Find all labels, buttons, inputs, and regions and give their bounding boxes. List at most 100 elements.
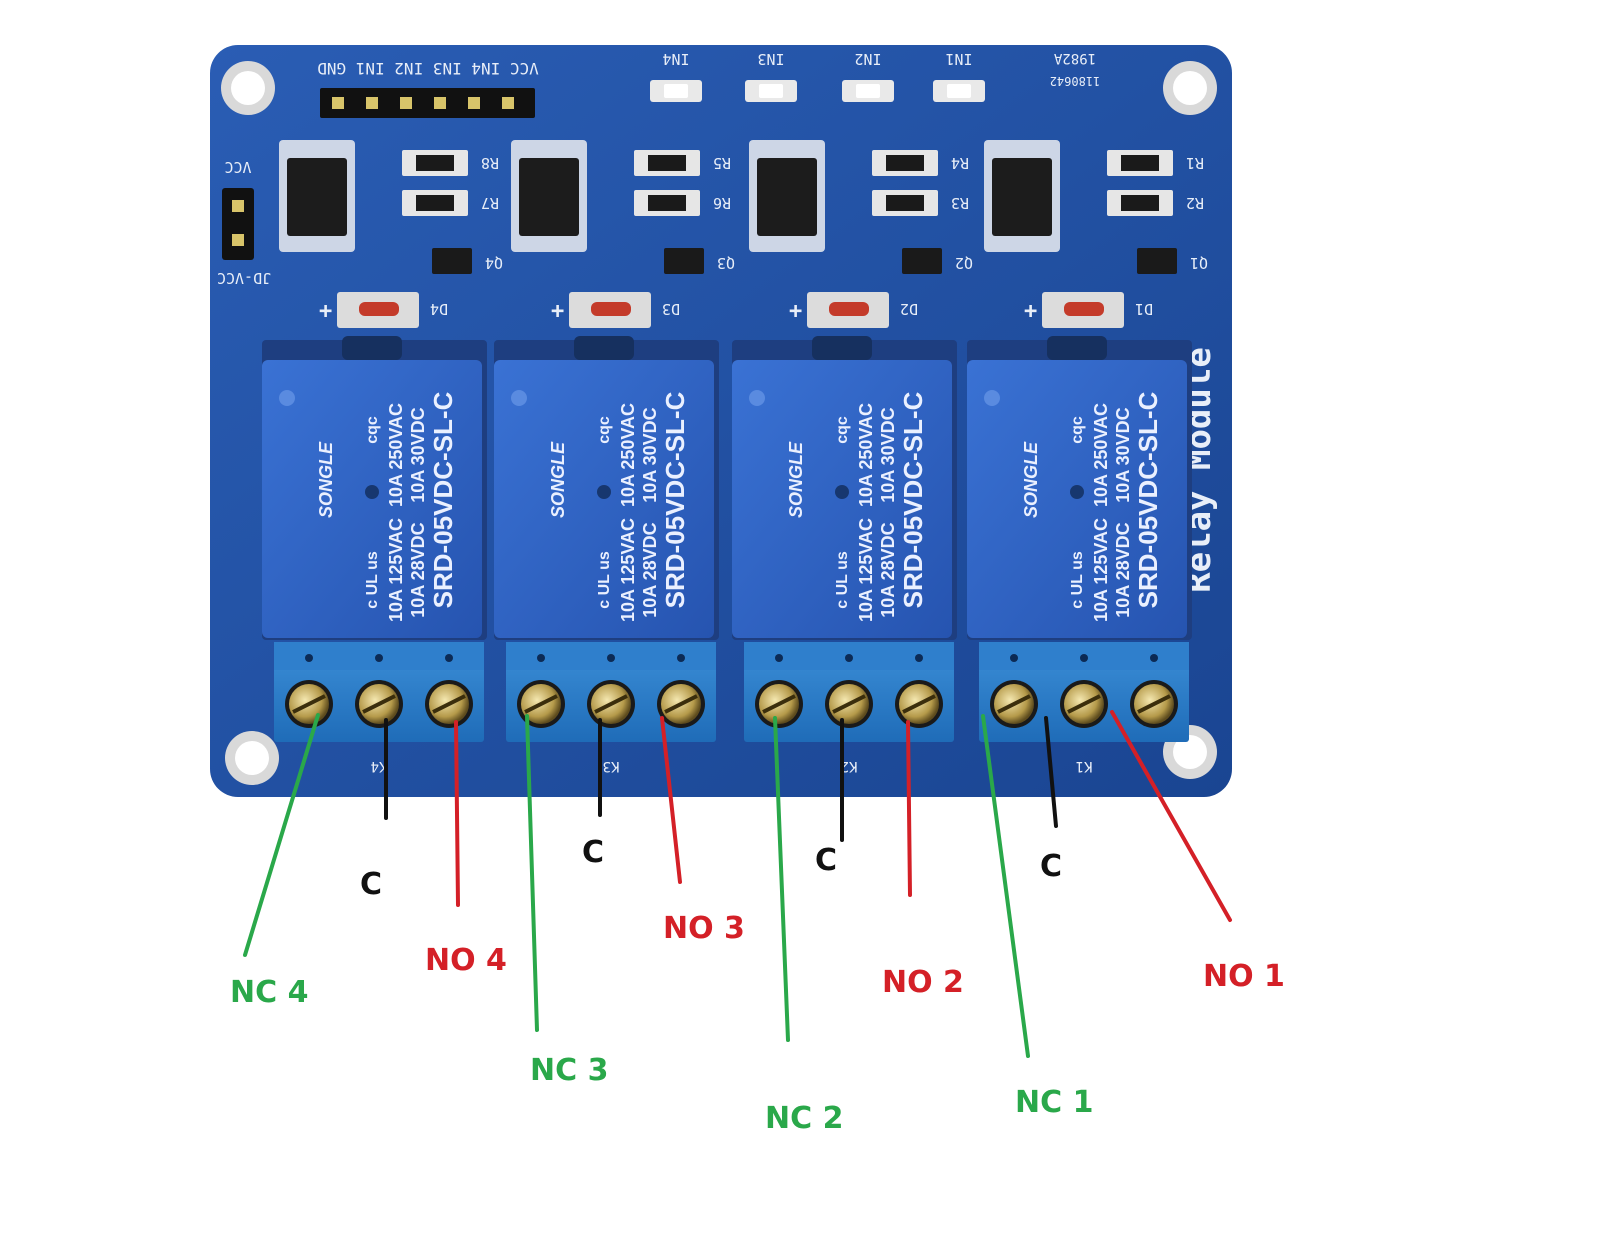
header-pins-label: VCC IN4 IN3 IN2 IN1 GND [317, 59, 539, 78]
relay-cert: cqc [364, 416, 381, 444]
relay-rating: 10A 28VDC [640, 522, 660, 617]
terminal-screw[interactable] [990, 680, 1038, 728]
relay-brand: SONGLE [316, 441, 336, 518]
wire-nc2 [773, 716, 790, 1042]
resistor-label: R2 [1186, 194, 1204, 212]
terminal-screw[interactable] [755, 680, 803, 728]
transistor-label: Q2 [955, 254, 973, 272]
resistor-label: R8 [481, 154, 499, 172]
label-c2: C [815, 843, 838, 878]
relay-rating: 10A 250VAC [1091, 403, 1111, 507]
resistor-label: R3 [951, 194, 969, 212]
relay-rating: 10A 28VDC [878, 522, 898, 617]
transistor-label: Q1 [1190, 254, 1208, 272]
led-in2: IN2 [842, 50, 894, 102]
diode-label: D4 [430, 300, 448, 318]
wire-nc3 [525, 714, 539, 1032]
relay-rating: 10A 30VDC [878, 407, 898, 502]
terminal-screw[interactable] [425, 680, 473, 728]
pcb-board: VCC IN4 IN3 IN2 IN1 GND 1982A 1180642 VC… [210, 45, 1232, 797]
label-nc4: NC 4 [230, 975, 309, 1010]
terminal-screw[interactable] [895, 680, 943, 728]
wire-no4 [454, 720, 460, 907]
terminal-screw[interactable] [825, 680, 873, 728]
relay-rating: 10A 30VDC [1113, 407, 1133, 502]
led-in3: IN3 [745, 50, 797, 102]
terminal-label: K2 [841, 758, 858, 774]
jumper-top-label: VCC [224, 158, 251, 176]
terminal-label: K4 [371, 758, 388, 774]
diode: + D3 [551, 292, 680, 328]
terminal-screw[interactable] [1060, 680, 1108, 728]
terminal-label: K1 [1076, 758, 1093, 774]
terminal-screw[interactable] [587, 680, 635, 728]
relay-ul: c UL us [596, 551, 613, 609]
led-label: IN2 [854, 50, 881, 68]
relay-model: SRD-05VDC-SL-C [428, 391, 458, 608]
diode-plus: + [551, 299, 564, 324]
wire-no3 [660, 716, 682, 884]
transistor: Q3 [664, 248, 735, 274]
label-nc3: NC 3 [530, 1053, 609, 1088]
relay-cert: cqc [596, 416, 613, 444]
relay-rating: 10A 125VAC [618, 518, 638, 622]
terminal-screw[interactable] [657, 680, 705, 728]
relay-rating: 10A 28VDC [408, 522, 428, 617]
wire-nc1 [981, 714, 1030, 1058]
input-header: VCC IN4 IN3 IN2 IN1 GND [317, 59, 539, 118]
wire-c1 [1044, 716, 1058, 828]
terminal-block-k4: K4 [274, 642, 484, 774]
terminal-screw[interactable] [355, 680, 403, 728]
diode-plus: + [319, 299, 332, 324]
relay-rating: 10A 125VAC [1091, 518, 1111, 622]
label-nc2: NC 2 [765, 1101, 844, 1136]
relay-rating: 10A 125VAC [856, 518, 876, 622]
relay-brand: SONGLE [548, 441, 568, 518]
jd-vcc-jumper: VCC JD-VCC [217, 158, 271, 287]
diode-label: D3 [662, 300, 680, 318]
relay-cert: cqc [834, 416, 851, 444]
resistor-label: R5 [713, 154, 731, 172]
wire-no2 [906, 720, 912, 897]
optocoupler [279, 140, 355, 252]
led-label: IN1 [945, 50, 972, 68]
serial-code: 1180642 [1050, 74, 1101, 88]
transistor-label: Q4 [485, 254, 503, 272]
terminal-screw[interactable] [1130, 680, 1178, 728]
model-code: 1982A [1053, 50, 1096, 66]
mounting-hole-top-left [221, 61, 275, 115]
relay-model: SRD-05VDC-SL-C [660, 391, 690, 608]
resistor-label: R1 [1186, 154, 1204, 172]
transistor: Q4 [432, 248, 503, 274]
label-no1: NO 1 [1203, 959, 1285, 994]
relay-rating: 10A 250VAC [856, 403, 876, 507]
relay-ul: c UL us [364, 551, 381, 609]
terminal-screw[interactable] [285, 680, 333, 728]
optocoupler [984, 140, 1060, 252]
label-no4: NO 4 [425, 943, 507, 978]
diode: + D4 [319, 292, 448, 328]
label-c1: C [1040, 849, 1063, 884]
relay-rating: 10A 125VAC [386, 518, 406, 622]
resistor-label: R7 [481, 194, 499, 212]
terminal-block-k2: K2 [744, 642, 954, 774]
jumper-bottom-label: JD-VCC [217, 269, 271, 287]
relay-model: SRD-05VDC-SL-C [1133, 391, 1163, 608]
terminal-screw[interactable] [517, 680, 565, 728]
led-in1: IN1 [933, 50, 985, 102]
wire-no1 [1110, 710, 1232, 922]
wire-nc4 [243, 713, 320, 957]
resistor-label: R4 [951, 154, 969, 172]
optocoupler [749, 140, 825, 252]
label-c4: C [360, 867, 383, 902]
relay-ul: c UL us [1069, 551, 1086, 609]
